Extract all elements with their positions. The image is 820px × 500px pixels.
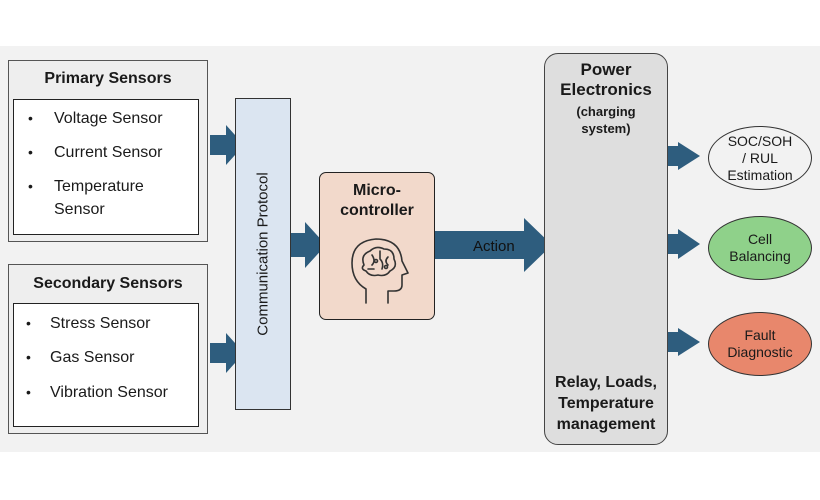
relay-loads-line1: Relay, Loads, [555,374,657,391]
arrow-primary-to-comm [210,125,244,165]
bullet: • [26,384,31,400]
microcontroller-title: Micro- controller [320,181,434,221]
arrow-comm-to-mcu [291,222,326,268]
primary-sensors-list: • Voltage Sensor • Current Sensor • Temp… [13,99,199,235]
gas-sensor-item: Gas Sensor [50,349,135,366]
bullet: • [28,144,33,160]
relay-loads-line2: Temperature [558,395,654,412]
charging-system-line2: system) [581,121,631,136]
soc-soh-rul-oval: SOC/SOH / RUL Estimation [708,126,812,190]
microcontroller-title-line1: Micro- [353,182,401,199]
bullet: • [28,178,33,194]
communication-protocol-label: Communication Protocol [254,172,272,336]
primary-sensors-panel: Primary Sensors • Voltage Sensor • Curre… [8,60,208,242]
cell-balancing-line1: Cell [747,231,773,247]
vibration-sensor-item: Vibration Sensor [50,384,168,401]
fault-diagnostic-oval: Fault Diagnostic [708,312,812,376]
power-electronics-title: Power Electronics [545,60,667,100]
cell-balancing-oval: Cell Balancing [708,216,812,280]
communication-protocol-box: Communication Protocol [235,98,291,410]
power-electronics-title-line2: Electronics [560,80,652,99]
power-electronics-box: Power Electronics (charging system) Rela… [544,53,668,445]
current-sensor-item: Current Sensor [54,144,163,161]
temperature-sensor-item: Temperature [54,178,144,195]
voltage-sensor-item: Voltage Sensor [54,110,163,127]
microcontroller-title-line2: controller [340,202,414,219]
action-label: Action [473,238,515,255]
power-electronics-title-line1: Power [580,60,632,79]
charging-system-label: (charging system) [545,103,667,137]
fault-diagnostic-line2: Diagnostic [727,344,793,360]
relay-loads-label: Relay, Loads, Temperature management [545,372,667,435]
bullet: • [26,349,31,365]
stress-sensor-item: Stress Sensor [50,315,151,332]
charging-system-line1: (charging [576,104,636,119]
cell-balancing-line2: Balancing [729,248,791,264]
soc-soh-line3: Estimation [727,166,793,183]
arrow-action [435,218,552,272]
arrow-secondary-to-comm [210,333,244,373]
bullet: • [26,315,31,331]
fault-diagnostic-line1: Fault [744,327,776,343]
secondary-sensors-title: Secondary Sensors [33,275,183,292]
relay-loads-line3: management [556,416,656,433]
microcontroller-box: Micro- controller [319,172,435,320]
bullet: • [28,110,33,126]
soc-soh-line1: SOC/SOH [727,132,793,149]
brain-head-icon [351,238,409,304]
soc-soh-line2: / RUL [742,149,778,166]
primary-sensors-title: Primary Sensors [44,70,172,87]
temperature-sensor-item-line2: Sensor [54,201,105,218]
secondary-sensors-panel: Secondary Sensors • Stress Sensor • Gas … [8,264,208,434]
secondary-sensors-list: • Stress Sensor • Gas Sensor • Vibration… [13,303,199,427]
